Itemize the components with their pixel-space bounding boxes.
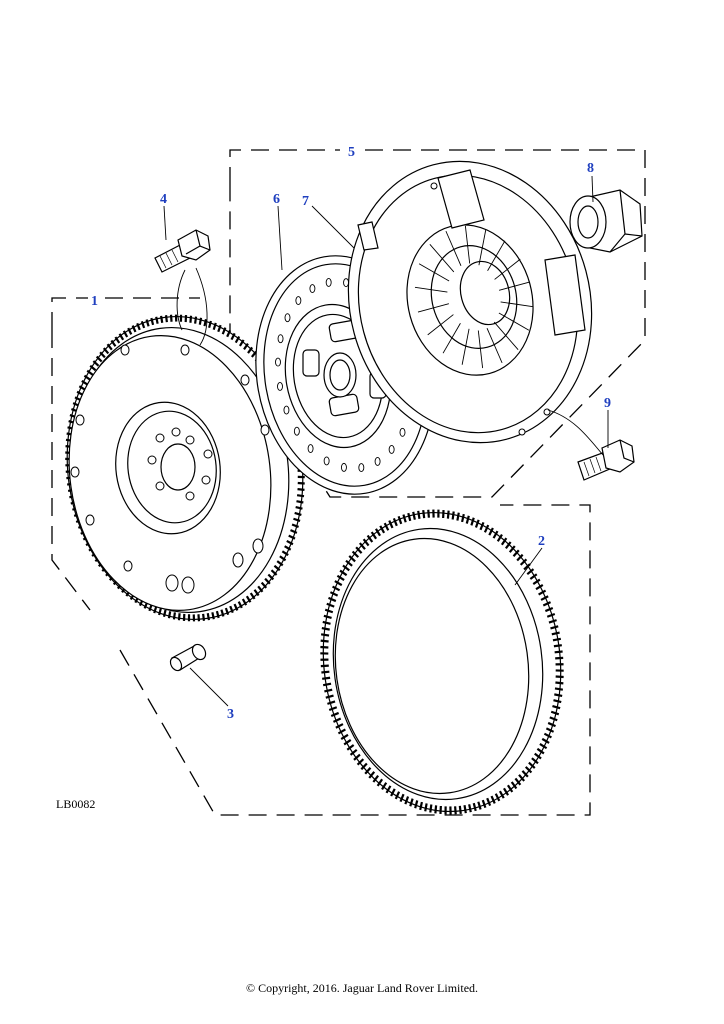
callout-labels: 1 2 3 4 5 6 7 8 9 (91, 145, 611, 722)
ring-gear (320, 509, 564, 815)
callout-6: 6 (273, 192, 280, 207)
callout-9: 9 (604, 396, 611, 411)
callout-7: 7 (302, 194, 309, 209)
callout-3: 3 (227, 707, 234, 722)
copyright-notice: © Copyright, 2016. Jaguar Land Rover Lim… (245, 981, 479, 995)
diagram-reference-code: LB0082 (56, 797, 95, 811)
release-bearing (569, 189, 643, 253)
callout-8: 8 (587, 161, 594, 176)
clutch-cover-assembly (347, 160, 593, 444)
dowel (169, 643, 207, 672)
callout-4: 4 (160, 192, 167, 207)
callout-1: 1 (91, 294, 98, 309)
callout-2: 2 (538, 534, 545, 549)
flywheel (65, 314, 305, 622)
callout-5: 5 (348, 145, 355, 160)
flywheel-bolt (154, 229, 211, 273)
leader-lines (163, 175, 609, 707)
group-boundary-1 (51, 297, 591, 816)
cover-bolt (577, 439, 635, 481)
